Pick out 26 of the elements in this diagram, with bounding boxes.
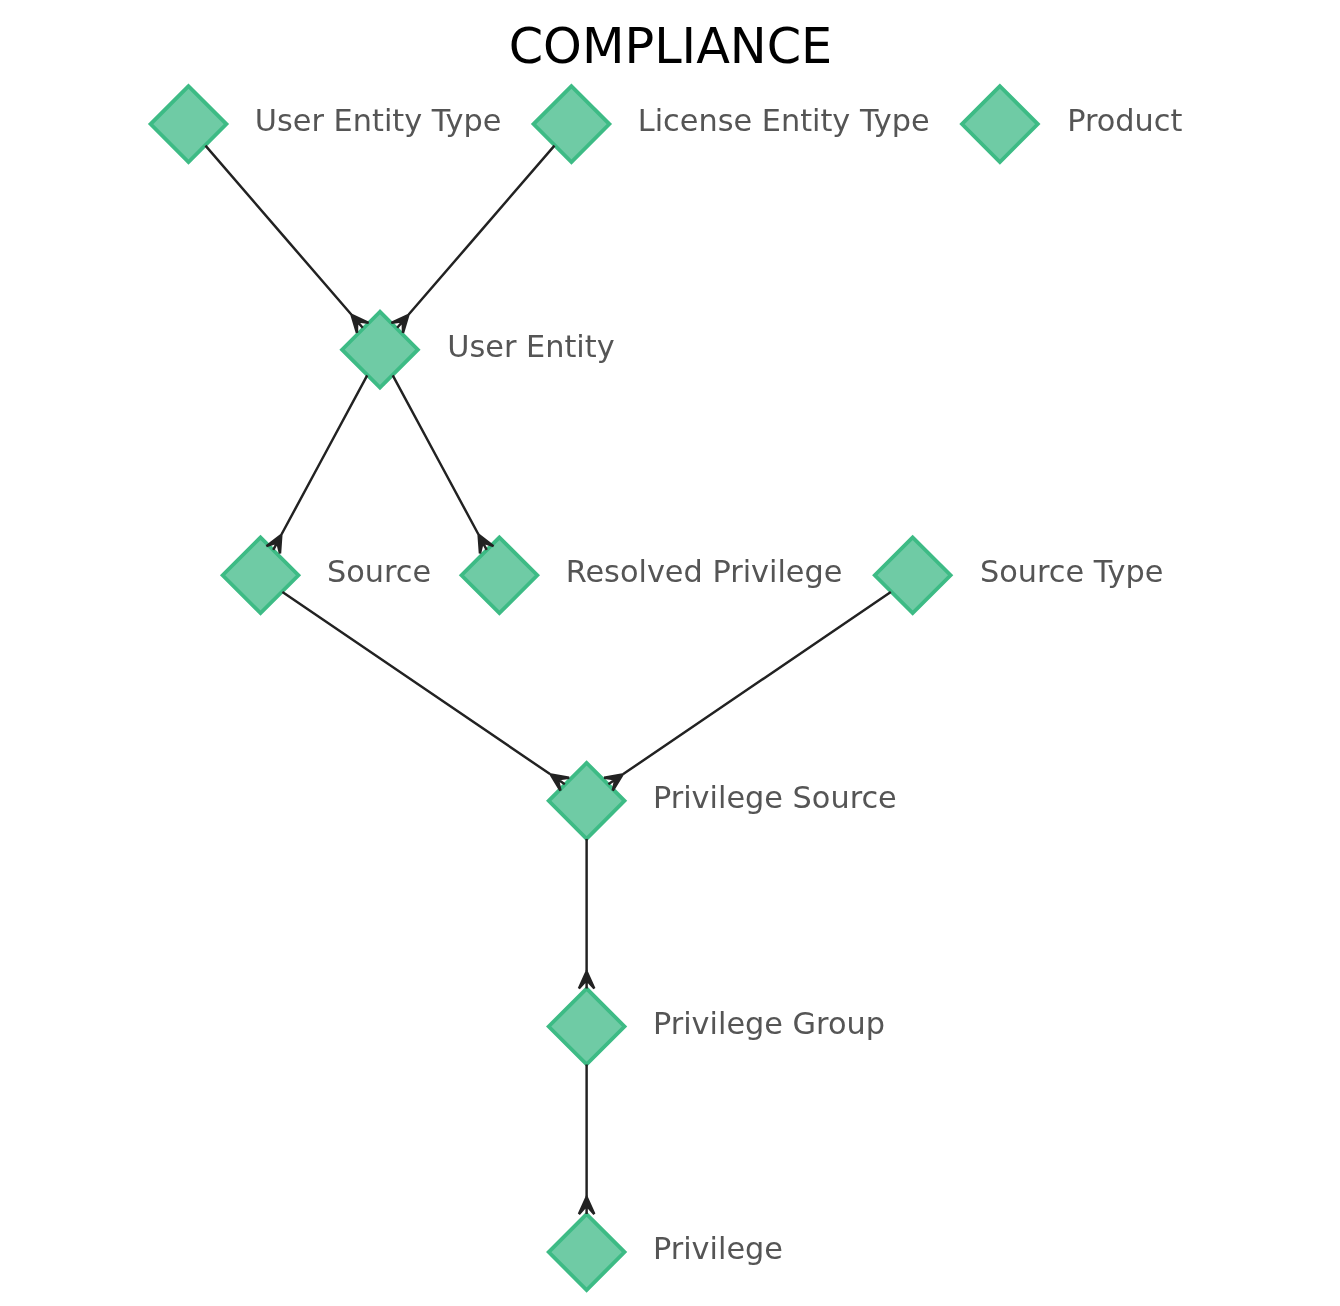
node-diamond: [545, 1211, 627, 1293]
connector: [602, 591, 891, 792]
node-label: Privilege: [652, 1231, 783, 1267]
node-diamond: [147, 83, 229, 165]
node-diamond: [545, 985, 627, 1068]
node-label: Source Type: [979, 554, 1163, 590]
node-label: Product: [1066, 103, 1182, 139]
node-diamond: [871, 534, 953, 616]
connector: [389, 144, 555, 335]
node-label: License Entity Type: [637, 103, 930, 139]
connector: [577, 1064, 595, 1216]
node-diamond: [338, 309, 421, 391]
node-diamond: [958, 83, 1040, 165]
connector: [281, 591, 570, 792]
diagram-title: COMPLIANCE: [508, 17, 832, 76]
connector: [391, 374, 495, 555]
connector: [204, 144, 370, 335]
node-label: User Entity: [446, 328, 615, 364]
node-label: Source: [326, 554, 431, 590]
node-label: User Entity Type: [254, 103, 501, 139]
node-label: Privilege Source: [652, 780, 897, 816]
connector: [264, 374, 368, 555]
connector: [577, 838, 595, 990]
node-label: Resolved Privilege: [565, 554, 842, 590]
node-label: Privilege Group: [652, 1005, 885, 1041]
node-diamond: [530, 83, 612, 165]
